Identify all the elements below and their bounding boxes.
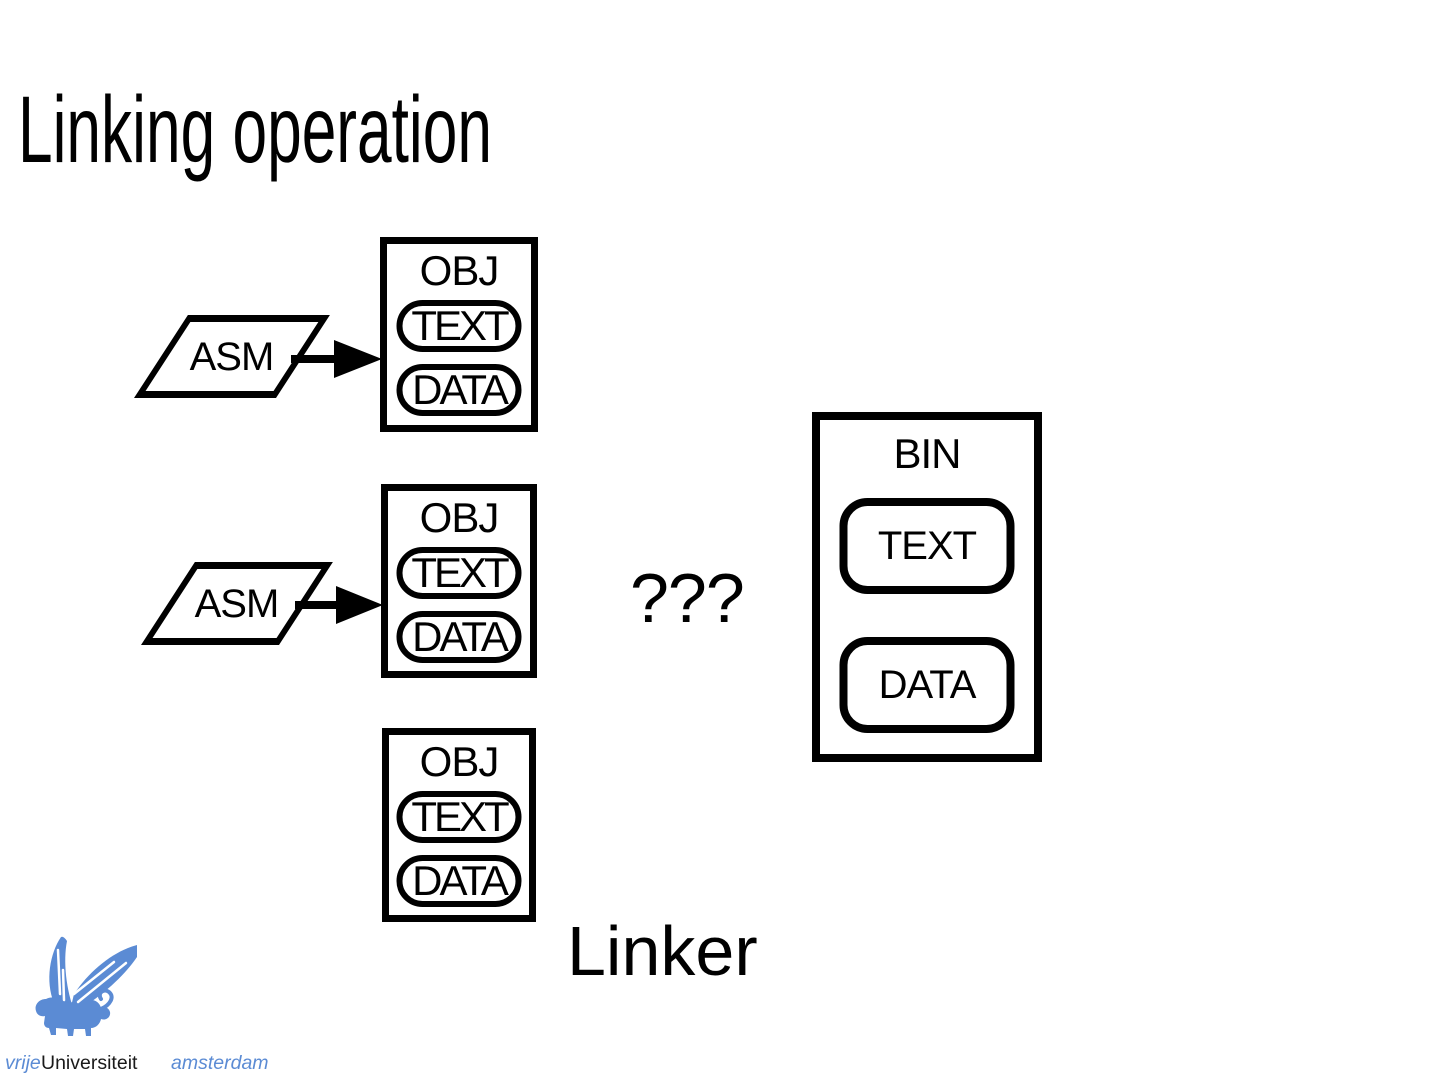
section-label: DATA bbox=[412, 366, 509, 413]
obj3-data-section: DATA bbox=[396, 855, 522, 907]
obj3-text-section: TEXT bbox=[396, 791, 522, 843]
asm-label: ASM bbox=[190, 334, 274, 379]
slide-title: Linking operation bbox=[18, 77, 492, 183]
wordmark-vrije: vrije bbox=[5, 1052, 41, 1074]
bin-text-section: TEXT bbox=[839, 498, 1015, 594]
obj-box-3: OBJ TEXT DATA bbox=[382, 728, 536, 922]
bin-box-title: BIN bbox=[893, 430, 961, 477]
asm-label: ASM bbox=[195, 581, 279, 626]
bin-box: BIN TEXT DATA bbox=[812, 412, 1042, 762]
bin-data-section: DATA bbox=[839, 637, 1015, 733]
obj-box-title: OBJ bbox=[419, 738, 500, 785]
section-label: TEXT bbox=[411, 793, 509, 840]
obj-box-title: OBJ bbox=[419, 247, 500, 294]
obj2-data-section: DATA bbox=[396, 611, 522, 663]
asm-parallelogram-2: ASM bbox=[141, 562, 333, 645]
obj-box-1: OBJ TEXT DATA bbox=[380, 237, 538, 432]
obj1-text-section: TEXT bbox=[396, 300, 522, 352]
obj1-data-section: DATA bbox=[396, 364, 522, 416]
linker-label: Linker bbox=[567, 912, 758, 990]
obj-box-2: OBJ TEXT DATA bbox=[381, 484, 537, 678]
obj-box-title: OBJ bbox=[419, 494, 500, 541]
section-label: TEXT bbox=[411, 549, 509, 596]
wordmark-universiteit: Universiteit bbox=[41, 1052, 138, 1074]
vu-griffin-logo-icon bbox=[35, 936, 137, 1036]
asm-parallelogram-1: ASM bbox=[134, 315, 330, 398]
obj2-text-section: TEXT bbox=[396, 547, 522, 599]
section-label: DATA bbox=[878, 663, 977, 707]
section-label: TEXT bbox=[877, 524, 977, 568]
section-label: TEXT bbox=[411, 302, 509, 349]
wordmark-amsterdam: amsterdam bbox=[171, 1052, 269, 1074]
question-marks: ??? bbox=[630, 559, 745, 637]
section-label: DATA bbox=[412, 857, 509, 904]
section-label: DATA bbox=[412, 613, 509, 660]
